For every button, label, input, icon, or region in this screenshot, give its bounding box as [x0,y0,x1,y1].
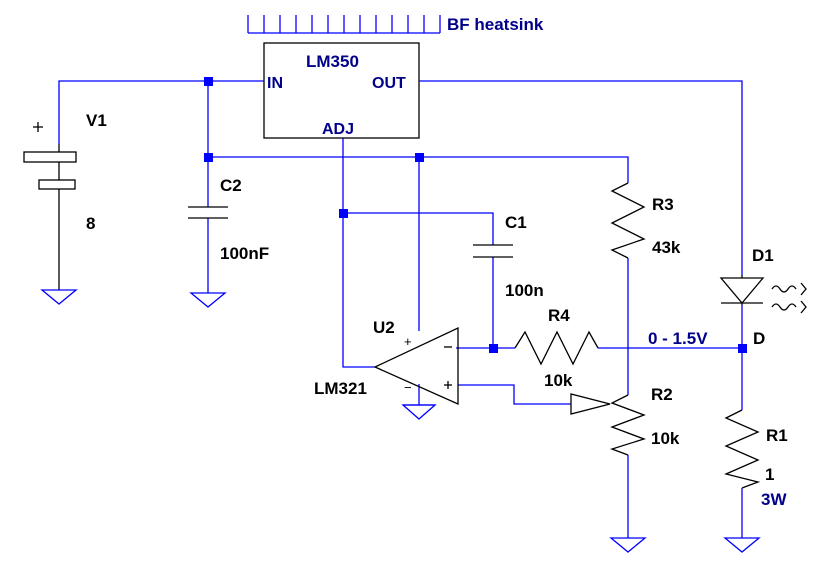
ground-opamp-icon [401,404,437,420]
battery-v1 [23,122,77,290]
ground-c2-icon [189,292,227,308]
potentiometer-r2 [570,393,647,456]
regulator-name: LM350 [306,52,359,71]
r1-rating: 3W [761,490,787,509]
ground-r2-icon [609,537,647,553]
r3-name: R3 [652,195,674,214]
junctions [204,77,747,353]
regulator-pin-out: OUT [372,75,406,92]
opamp-u2 [373,326,459,406]
net-d-label: D [753,329,765,348]
c1-value: 100n [505,281,544,300]
r4-value: 10k [544,371,573,390]
opamp-plus-sign: + [404,334,412,349]
c2-name: C2 [220,176,242,195]
d1-name: D1 [752,246,774,265]
ground-v1-icon [40,289,78,305]
opamp-minus-sign: − [404,380,412,395]
r4-name: R4 [548,306,570,325]
v1-name: V1 [86,111,107,130]
regulator-box [263,42,420,139]
v1-value: 8 [86,214,95,233]
r2-value: 10k [651,429,680,448]
regulator-pin-in: IN [267,75,283,92]
ground-r1-icon [723,537,761,553]
u2-model: LM321 [314,379,367,398]
resistor-r4 [514,330,599,366]
r3-value: 43k [652,238,681,257]
heatsink [247,15,441,34]
c1-name: C1 [505,213,527,232]
heatsink-label: BF heatsink [447,15,544,34]
resistor-r1 [723,409,761,489]
led-d1 [719,275,765,305]
wires [58,80,743,538]
capacitor-c2 [188,206,228,219]
r1-name: R1 [766,426,788,445]
net-range-label: 0 - 1.5V [648,329,708,348]
capacitor-c1 [473,244,513,258]
light-emission-icon [771,282,807,314]
regulator-pin-adj: ADJ [322,121,354,138]
resistor-r3 [610,182,646,259]
c2-value: 100nF [220,244,269,263]
r1-value: 1 [765,465,774,484]
u2-name: U2 [373,318,395,337]
r2-name: R2 [651,385,673,404]
